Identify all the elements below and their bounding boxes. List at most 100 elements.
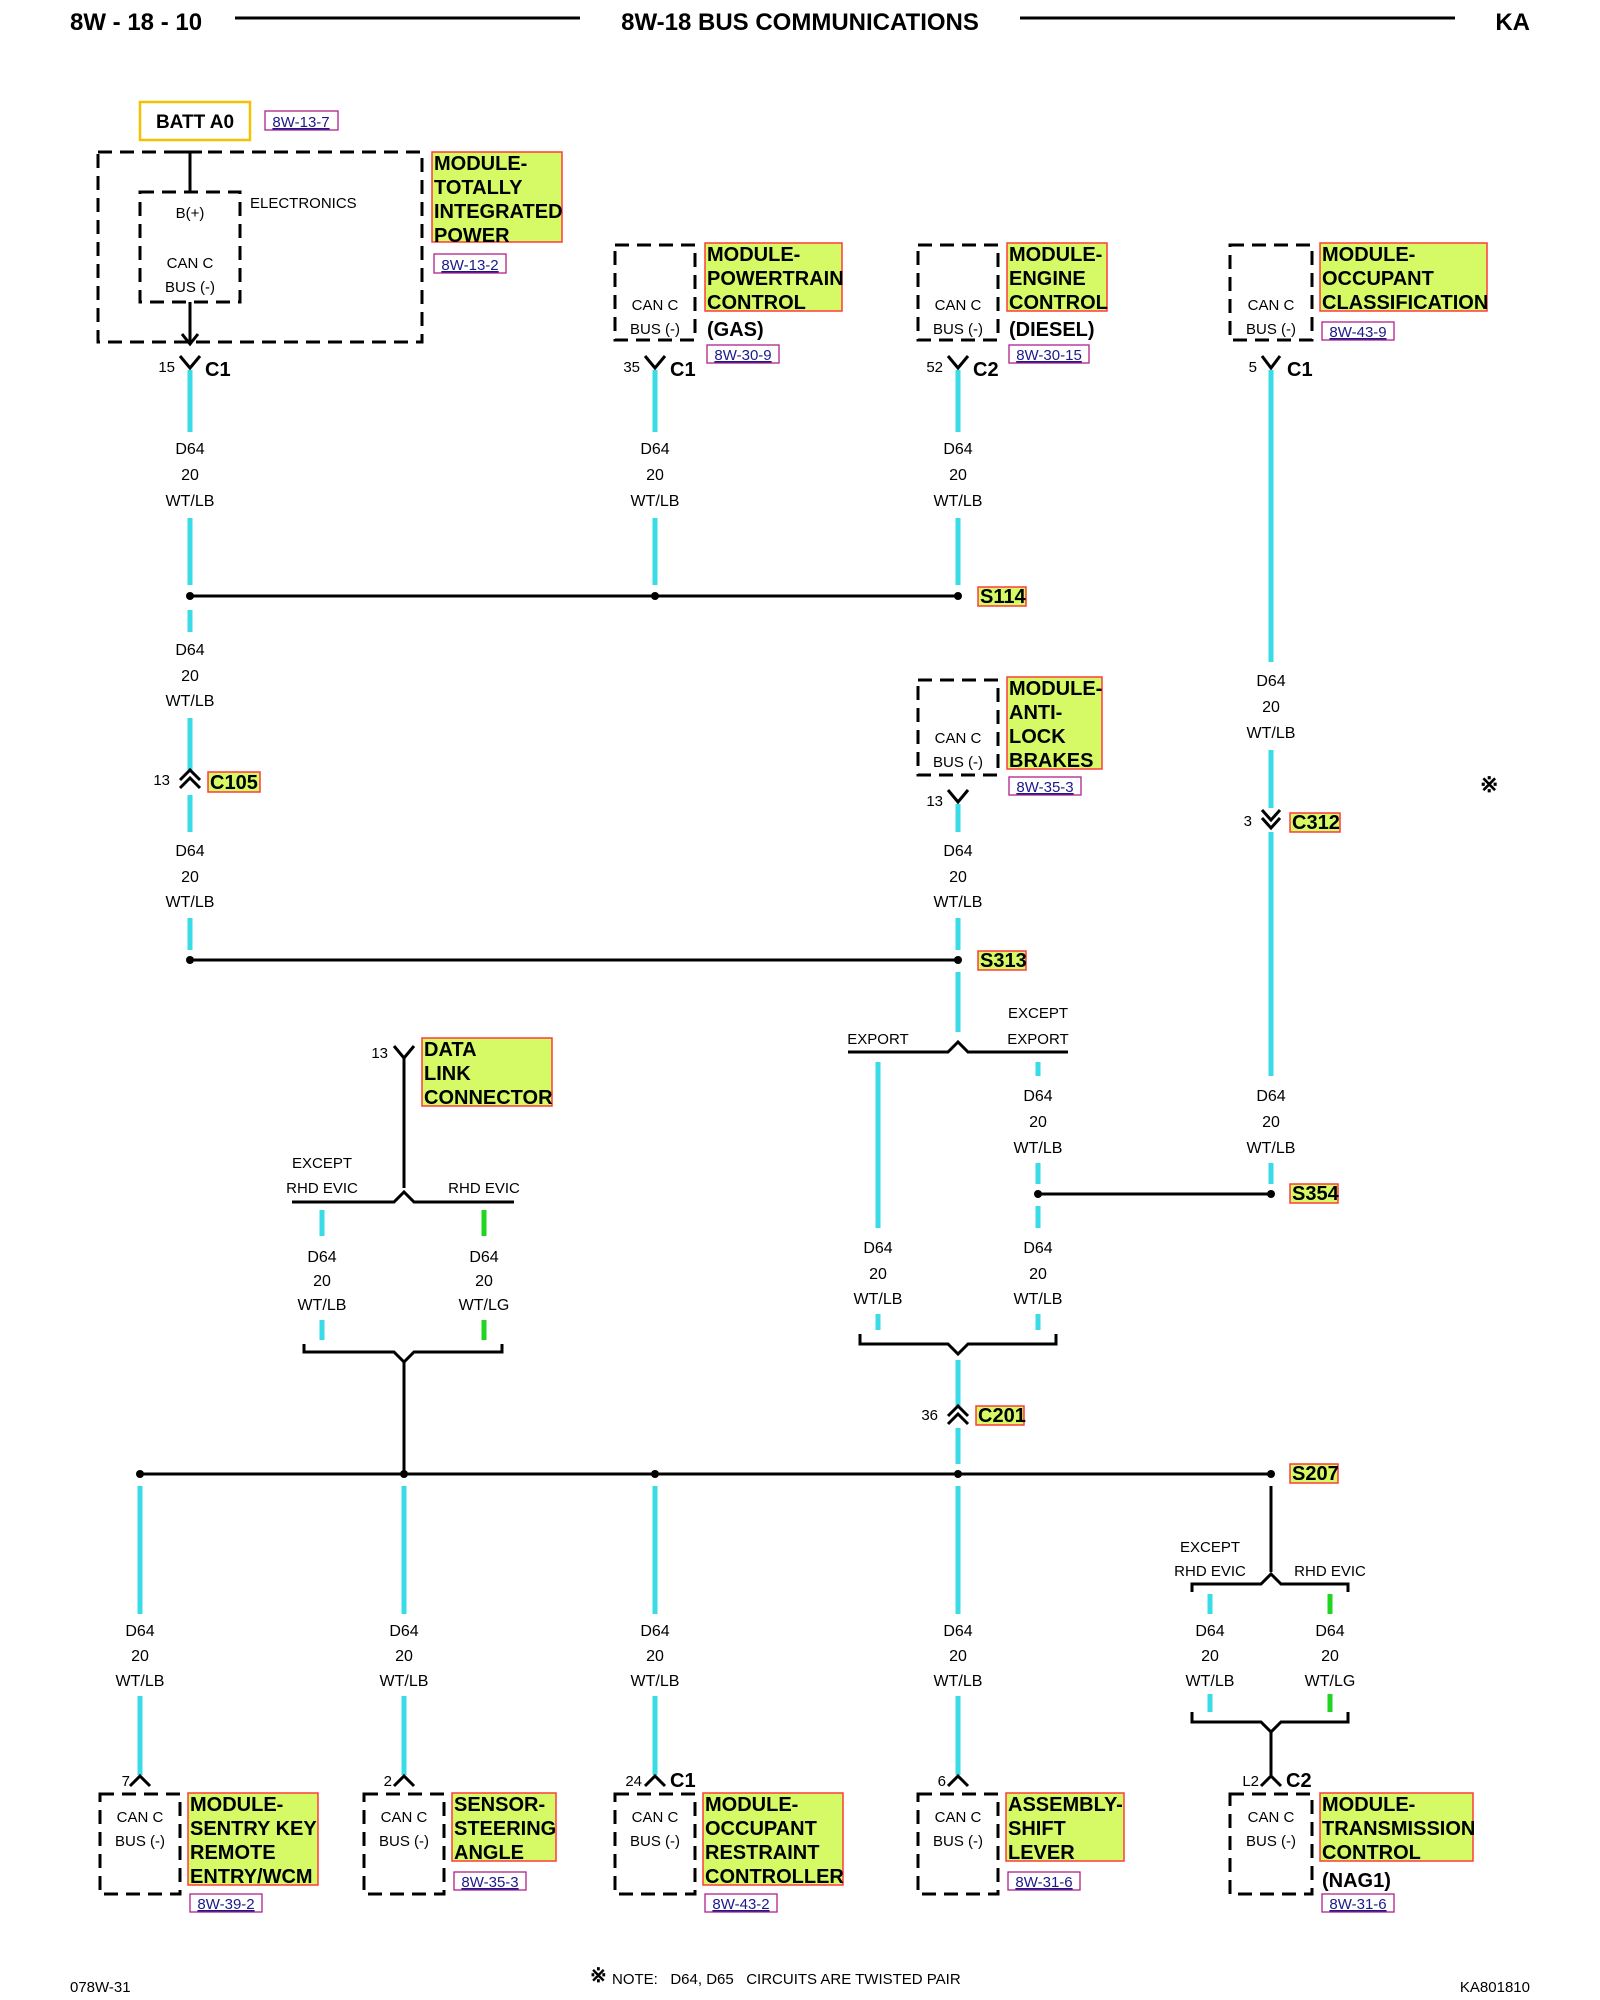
s207-node-3: [651, 1470, 659, 1478]
wire-gauge: 20: [949, 467, 967, 484]
sas-pin: 2: [384, 1773, 392, 1790]
abs-ref[interactable]: 8W-35-3: [1016, 779, 1073, 796]
wire-label-pcm: D64 20 WT/LB: [631, 441, 680, 510]
c201-brace: [858, 1334, 1058, 1357]
ecm-variant: (DIESEL): [1009, 319, 1095, 341]
wire-label-tcm-lb: D64 20 WT/LB: [1186, 1623, 1235, 1690]
wire-gauge: 20: [181, 869, 199, 886]
ecm-bus: BUS (-): [933, 321, 983, 338]
wire-label-ecm: D64 20 WT/LB: [934, 441, 983, 510]
wire-circuit: D64: [389, 1623, 418, 1640]
dlc-except-label-2: RHD EVIC: [286, 1180, 358, 1197]
wire-circuit: D64: [175, 441, 204, 458]
shift-connector-symbol: [946, 1773, 970, 1788]
occ-bus: BUS (-): [1246, 321, 1296, 338]
skreem-label-bg: [187, 1792, 319, 1886]
occ-pin: 5: [1249, 359, 1257, 376]
wire-label-skreem: D64 20 WT/LB: [116, 1623, 165, 1690]
orc-connector-symbol: [643, 1773, 667, 1788]
abs-pin: 13: [926, 793, 943, 810]
orc-ref[interactable]: 8W-43-2: [712, 1896, 769, 1913]
export-label: EXPORT: [847, 1031, 908, 1048]
wire-circuit: D64: [175, 642, 204, 659]
wire-gauge: 20: [181, 467, 199, 484]
s114-node-1: [186, 592, 194, 600]
sas-name-1: SENSOR-: [454, 1794, 545, 1816]
wire-gauge: 20: [1029, 1266, 1047, 1283]
pcm-connector: C1: [670, 359, 696, 381]
s114-label-bg: [977, 586, 1027, 607]
sas-ref[interactable]: 8W-35-3: [461, 1874, 518, 1891]
dlc-pin: 13: [371, 1045, 388, 1062]
wire-color: WT/LB: [298, 1297, 347, 1314]
batt-ref[interactable]: 8W-13-7: [272, 114, 329, 131]
wire-label-s114-c105: D64 20 WT/LB: [166, 642, 215, 710]
occ-ref[interactable]: 8W-43-9: [1329, 324, 1386, 341]
wire-gauge: 20: [646, 1648, 664, 1665]
shift-ref[interactable]: 8W-31-6: [1015, 1874, 1072, 1891]
wire-color: WT/LB: [934, 1673, 983, 1690]
wire-gauge: 20: [869, 1266, 887, 1283]
s354-node-2: [1267, 1190, 1275, 1198]
wire-label-occ-b: D64 20 WT/LB: [1247, 1088, 1296, 1157]
pcm-name-2: POWERTRAIN: [707, 268, 844, 290]
skreem-ref[interactable]: 8W-39-2: [197, 1896, 254, 1913]
wire-circuit: D64: [943, 843, 972, 860]
ecm-ref[interactable]: 8W-30-15: [1016, 347, 1082, 364]
page-title: 8W-18 BUS COMMUNICATIONS: [621, 9, 979, 36]
orc-name-2: OCCUPANT: [705, 1818, 817, 1840]
wire-label-dlc-lb: D64 20 WT/LB: [298, 1249, 347, 1314]
abs-label-bg: [1006, 676, 1103, 770]
ecm-connector-symbol: [946, 355, 970, 371]
abs-connector-symbol: [946, 789, 970, 805]
dlc-branch-brace: [292, 1189, 514, 1204]
orc-can-c: CAN C: [632, 1809, 679, 1826]
connector-c312: C312: [1292, 812, 1340, 834]
tipm-ref-box: [433, 253, 507, 274]
shift-can-c: CAN C: [935, 1809, 982, 1826]
wire-gauge: 20: [131, 1648, 149, 1665]
wire-circuit: D64: [1195, 1623, 1224, 1640]
wire-color: WT/LG: [1305, 1673, 1356, 1690]
skreem-bus: BUS (-): [115, 1833, 165, 1850]
tipm-name-4: POWER: [434, 225, 510, 247]
wire-circuit: D64: [307, 1249, 336, 1266]
skreem-ref-box: [189, 1893, 263, 1913]
sas-label-bg: [451, 1792, 557, 1862]
wire-circuit: D64: [125, 1623, 154, 1640]
sas-ref-box: [453, 1871, 527, 1891]
c105-connector-symbol: [178, 767, 202, 790]
export-brace: [848, 1039, 1068, 1054]
tcm-connector: C2: [1286, 1770, 1312, 1792]
pcm-variant: (GAS): [707, 319, 764, 341]
pcm-name-3: CONTROL: [707, 292, 806, 314]
tipm-name-2: TOTALLY: [434, 177, 523, 199]
tcm-except-label-2: RHD EVIC: [1174, 1563, 1246, 1580]
tcm-rhd-label: RHD EVIC: [1294, 1563, 1366, 1580]
tipm-ref[interactable]: 8W-13-2: [441, 257, 498, 274]
pcm-name-1: MODULE-: [707, 244, 800, 266]
wire-circuit: D64: [640, 1623, 669, 1640]
occ-ref-box: [1321, 321, 1395, 341]
abs-name-2: ANTI-: [1009, 702, 1062, 724]
c105-label-bg: [207, 771, 261, 793]
shift-name-2: SHIFT: [1008, 1818, 1066, 1840]
pcm-ref-box: [706, 344, 780, 364]
shift-name-3: LEVER: [1008, 1842, 1075, 1864]
abs-ref-box: [1008, 776, 1082, 796]
occ-connector: C1: [1287, 359, 1313, 381]
splice-s313: S313: [980, 950, 1027, 972]
c312-pin: 3: [1244, 813, 1252, 830]
page-number: 8W - 18 - 10: [70, 9, 202, 36]
wire-color: WT/LB: [854, 1291, 903, 1308]
tcm-bus: BUS (-): [1246, 1833, 1296, 1850]
dlc-connector-symbol: [392, 1045, 416, 1061]
wire-gauge: 20: [313, 1273, 331, 1290]
occ-name-2: OCCUPANT: [1322, 268, 1434, 290]
connector-c105: C105: [210, 772, 258, 794]
orc-name-4: CONTROLLER: [705, 1866, 844, 1888]
skreem-name-1: MODULE-: [190, 1794, 283, 1816]
pcm-ref[interactable]: 8W-30-9: [714, 347, 771, 364]
tcm-ref[interactable]: 8W-31-6: [1329, 1896, 1386, 1913]
footer-note-symbol: ※: [590, 1965, 607, 1987]
